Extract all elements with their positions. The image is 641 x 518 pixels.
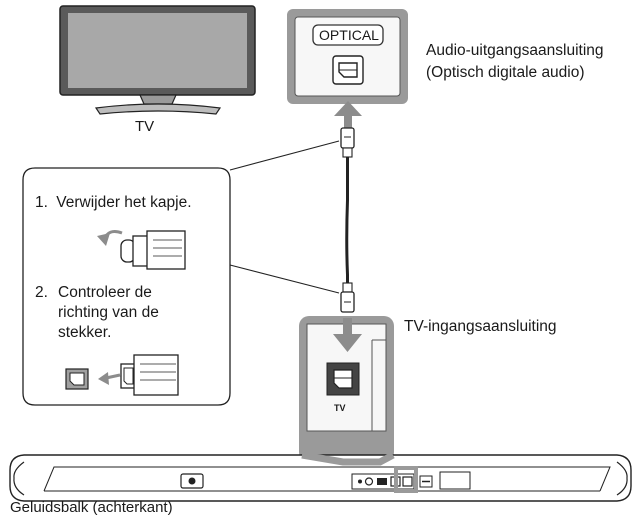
instructions-callout — [22, 140, 340, 406]
soundbar-optical-port-icon — [326, 362, 360, 396]
tv-label: TV — [135, 118, 155, 135]
tv-illustration — [59, 5, 256, 115]
arrow-left-icon — [98, 372, 109, 385]
soundbar-rear-illustration — [9, 451, 632, 502]
soundbar-tv-input-panel — [299, 316, 394, 462]
tv-optical-output-panel — [287, 9, 408, 104]
arrow-to-tv-icon — [334, 101, 362, 128]
step1-number: 1. — [35, 194, 48, 211]
soundbar-input-description: TV-ingangsaansluiting — [404, 318, 557, 335]
optical-cable — [340, 127, 355, 313]
soundbar-label: Geluidsbalk (achterkant) — [10, 499, 173, 516]
step2-text-line3: stekker. — [58, 324, 112, 341]
step2-text: Controleer de richting van de stekker. — [58, 283, 159, 343]
optical-port-icon — [332, 55, 364, 85]
tv-output-description-line2: (Optisch digitale audio) — [426, 64, 585, 81]
tv-screen — [68, 13, 247, 88]
tv-input-highlight — [394, 466, 418, 493]
curved-arrow-icon — [97, 233, 110, 246]
tv-output-description-line1: Audio-uitgangsaansluiting — [426, 42, 604, 59]
optical-label-box — [312, 24, 384, 46]
step2-number: 2. — [35, 284, 48, 301]
step1-text: Verwijder het kapje. — [56, 194, 192, 211]
arrow-to-soundbar-icon — [333, 318, 362, 352]
tv-output-description: Audio-uitgangsaansluiting (Optisch digit… — [426, 40, 604, 84]
step2-text-line2: richting van de — [58, 304, 159, 321]
plug-direction-illustration — [65, 354, 179, 396]
step1-line: 1. Verwijder het kapje. — [35, 193, 192, 213]
soundbar-tv-port-label: TV — [334, 403, 346, 413]
optical-port-label: OPTICAL — [319, 27, 379, 43]
remove-cap-illustration — [97, 230, 186, 270]
step2-text-line1: Controleer de — [58, 284, 152, 301]
